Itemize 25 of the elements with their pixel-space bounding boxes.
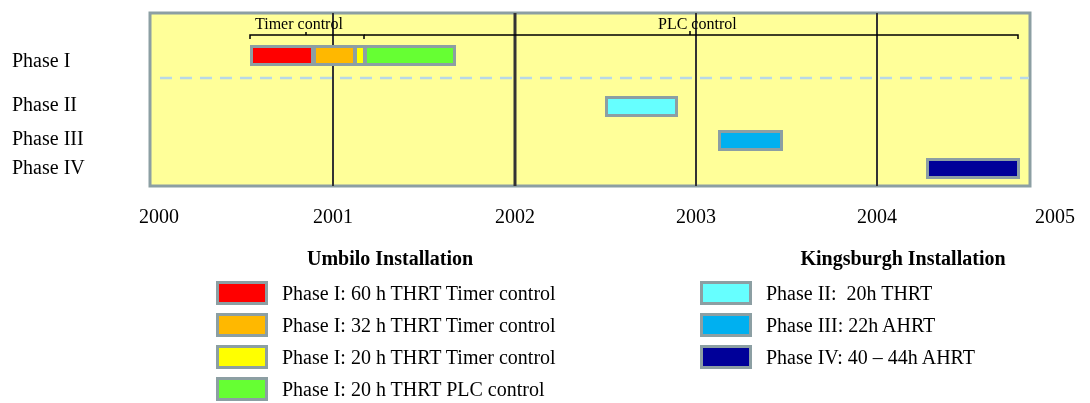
timeline-bar — [364, 45, 456, 66]
timeline-bar — [605, 96, 678, 117]
row-label: Phase I — [12, 49, 71, 71]
legend-label: Phase II: 20h THRT — [766, 282, 933, 304]
legend-label: Phase III: 22h AHRT — [766, 314, 936, 336]
row-label: Phase II — [12, 93, 77, 115]
legend-label: Phase I: 32 h THRT Timer control — [282, 314, 556, 336]
row-label: Phase IV — [12, 156, 85, 178]
legend-label: Phase I: 20 h THRT PLC control — [282, 378, 545, 400]
timeline-bar — [313, 45, 356, 66]
legend-label: Phase I: 20 h THRT Timer control — [282, 346, 556, 368]
axis-tick-label: 2001 — [313, 205, 353, 227]
axis-tick-label: 2000 — [139, 205, 179, 227]
timeline-bar — [926, 158, 1020, 179]
axis-tick-label: 2003 — [676, 205, 716, 227]
row-label: Phase III — [12, 127, 84, 149]
timeline-bar — [718, 130, 783, 151]
axis-tick-label: 2005 — [1035, 205, 1075, 227]
axis-tick-label: 2004 — [857, 205, 897, 227]
legend-label: Phase I: 60 h THRT Timer control — [282, 282, 556, 304]
axis-tick-label: 2002 — [495, 205, 535, 227]
legend-heading: Umbilo Installation — [307, 247, 474, 269]
timeline-bar — [250, 45, 314, 66]
legend-heading: Kingsburgh Installation — [800, 247, 1006, 269]
legend-label: Phase IV: 40 – 44h AHRT — [766, 346, 975, 368]
